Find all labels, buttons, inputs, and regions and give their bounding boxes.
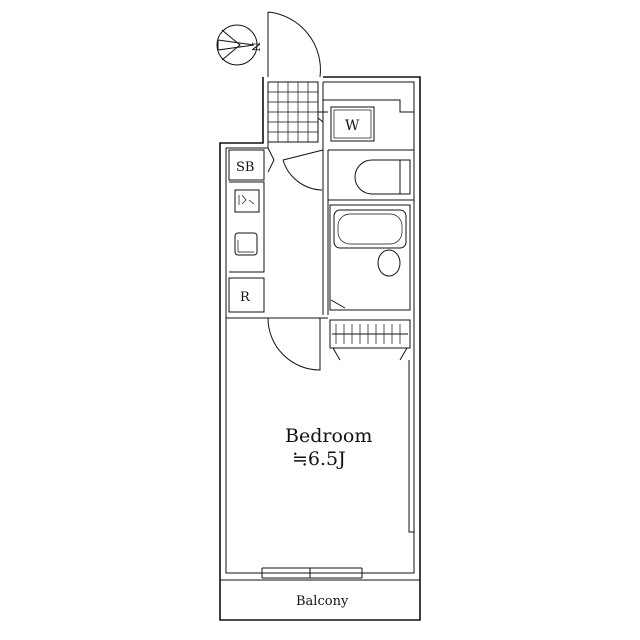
- closet: [329, 319, 411, 361]
- washer-box-inner: [333, 109, 372, 139]
- bathroom-outline: [329, 204, 411, 311]
- stove: [234, 189, 260, 213]
- compass: N: [216, 24, 262, 66]
- shoe-box-edge: [267, 147, 275, 173]
- corridor-door-swing: [282, 149, 324, 191]
- washer-box: [330, 106, 375, 142]
- closet-outline: [329, 319, 411, 349]
- kitchen-counter: [229, 181, 265, 273]
- fridge-box: [228, 277, 265, 313]
- kitchen: R: [228, 181, 265, 313]
- kitchen-sink: [234, 232, 258, 256]
- toilet-room: [328, 149, 414, 201]
- washer-label: W: [345, 118, 360, 134]
- bathroom-sink: [377, 249, 401, 277]
- bathroom-door: [330, 299, 346, 309]
- bathtub: [333, 209, 407, 249]
- window-frame: [261, 567, 363, 579]
- balcony-window: [261, 567, 363, 579]
- entrance-tile-floor: [267, 81, 319, 143]
- compass-circle: [216, 24, 258, 66]
- shoe-box: SB: [228, 147, 275, 181]
- tile-grid: [268, 82, 318, 142]
- corridor: [282, 82, 329, 315]
- compass-north-label: N: [249, 42, 262, 52]
- balcony-label: Balcony: [296, 594, 349, 609]
- entrance-door-swing: [267, 11, 321, 78]
- bathroom: [329, 204, 411, 311]
- bedroom-door: [267, 317, 321, 371]
- bedroom-right-wall: [408, 360, 414, 533]
- washer-niche: [323, 99, 414, 113]
- shoe-box-outline: [228, 149, 265, 181]
- closet-doors: [332, 347, 408, 361]
- kitchen-sink-inner: [237, 240, 254, 253]
- bedroom: Bedroom ≒6.5J: [226, 317, 414, 533]
- balcony: Balcony: [219, 579, 421, 621]
- toilet-tank: [399, 159, 411, 195]
- compass-arrow: [217, 29, 255, 61]
- fridge-label: R: [240, 290, 251, 305]
- bedroom-size: ≒6.5J: [292, 448, 346, 470]
- washer-area: W: [317, 99, 414, 142]
- entrance-door: [267, 11, 321, 78]
- toilet-bowl: [354, 159, 400, 195]
- bedroom-name: Bedroom: [285, 425, 372, 447]
- bathtub-inner: [337, 213, 403, 245]
- stove-burners: [238, 194, 255, 205]
- balcony-outline: [219, 579, 421, 621]
- toilet-room-wall: [328, 149, 414, 201]
- shoe-box-label: SB: [236, 160, 254, 175]
